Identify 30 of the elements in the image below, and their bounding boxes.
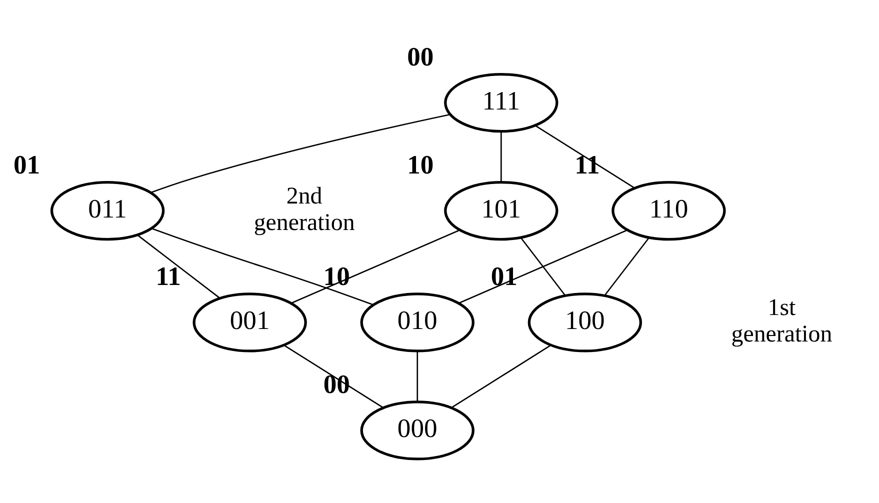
connector bbox=[450, 344, 552, 408]
connector bbox=[500, 130, 502, 182]
node-ellipse: 111 bbox=[444, 72, 558, 132]
connector bbox=[151, 227, 374, 306]
node-ellipse: 000 bbox=[360, 400, 474, 460]
node-ellipse: 100 bbox=[528, 292, 642, 352]
connector bbox=[136, 234, 220, 298]
node-ellipse: 101 bbox=[444, 180, 558, 240]
node-ellipse: 011 bbox=[50, 180, 165, 240]
node-label: 01 bbox=[13, 148, 40, 179]
label: 1st generation bbox=[731, 294, 832, 348]
connector bbox=[290, 228, 460, 304]
node-label: 01 bbox=[490, 260, 518, 290]
node-label: 10 bbox=[407, 148, 434, 179]
node-ellipse: 001 bbox=[192, 292, 307, 352]
node-label: 00 bbox=[323, 368, 350, 398]
connector bbox=[520, 236, 566, 296]
connector bbox=[283, 344, 384, 408]
connector bbox=[604, 236, 650, 296]
connector bbox=[458, 228, 628, 304]
node-label: 00 bbox=[407, 40, 434, 71]
connector bbox=[416, 350, 418, 402]
node-ellipse: 010 bbox=[360, 292, 474, 352]
label: 2nd generation bbox=[254, 182, 355, 236]
node-label: 10 bbox=[323, 260, 350, 290]
node-label: 11 bbox=[156, 260, 181, 290]
node-ellipse: 110 bbox=[612, 180, 726, 240]
connector bbox=[534, 124, 636, 188]
connector bbox=[150, 113, 450, 193]
node-label: 11 bbox=[574, 148, 600, 179]
